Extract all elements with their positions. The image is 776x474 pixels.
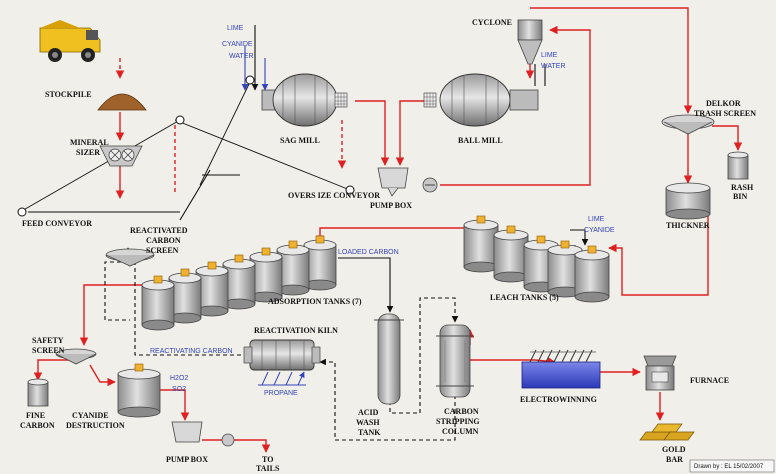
label-stripping-2: STRIPPING [436, 417, 480, 426]
cyanide-destruction-tank [117, 363, 161, 418]
reagent-so2: SO2 [172, 386, 186, 393]
label-stripping-3: COLUMN [442, 427, 479, 436]
haul-truck-icon [39, 20, 101, 62]
reagent-leach-lime: LIME [588, 216, 605, 223]
fine-carbon-bin [27, 378, 49, 407]
label-mineral-sizer: MINERAL [70, 138, 109, 147]
label-thickner: THICKNER [666, 221, 710, 230]
furnace [643, 355, 677, 391]
label-reactivated-2: CARBON [146, 236, 181, 245]
label-ball-mill: BALL MILL [458, 136, 503, 145]
reagent-leach-cyanide: CYANIDE [584, 227, 615, 234]
label-reactivation-kiln: REACTIVATION KILN [254, 326, 338, 335]
carbon-stripping-column [436, 324, 474, 398]
label-sag-mill: SAG MILL [280, 136, 320, 145]
credit-text: Drawn by : EL 15/02/2007 [694, 464, 764, 470]
label-leach-tanks: LEACH TANKS (5) [490, 293, 559, 302]
reagent-sag-cyanide: CYANIDE [222, 41, 253, 48]
thickener [665, 182, 711, 220]
label-gold-bar: GOLD [662, 445, 686, 454]
label-stockpile: STOCKPILE [45, 90, 92, 99]
carbon-lines [19, 25, 589, 441]
label-electrowinning: ELECTROWINNING [520, 395, 597, 404]
label-stripping: CARBON [444, 407, 479, 416]
label-pump-box-1: PUMP BOX [370, 201, 412, 210]
leach-tank-1 [463, 215, 499, 273]
ball-mill [423, 73, 539, 127]
adsorption-tank-1 [141, 275, 175, 331]
label-trash-bin-2: BIN [733, 192, 747, 201]
cyclone [517, 19, 543, 65]
stream-loaded-carbon: LOADED CARBON [338, 249, 399, 256]
pump-box-2 [171, 421, 235, 447]
electrowinning-cell [521, 349, 601, 389]
label-delkor-2: TRASH SCREEN [694, 109, 756, 118]
label-to-tails-2: TAILS [256, 464, 280, 473]
sag-mill [261, 73, 348, 127]
reagent-ball-water: WATER [541, 63, 566, 70]
label-safety-screen-2: SCREEN [32, 346, 65, 355]
label-acid-wash-2: WASH [356, 418, 380, 427]
leach-tank-5 [574, 245, 610, 303]
label-safety-screen: SAFETY [32, 336, 64, 345]
label-pump-box-2: PUMP BOX [166, 455, 208, 464]
pump-box-1 [377, 167, 438, 197]
safety-screen [55, 348, 97, 365]
label-cyclone: CYCLONE [472, 18, 512, 27]
reagent-sag-water: WATER [229, 53, 254, 60]
label-gold-bar-2: BAR [666, 455, 683, 464]
stockpile-pile [97, 93, 147, 111]
label-furnace: FURNACE [690, 376, 729, 385]
credit-box: Drawn by : EL 15/02/2007 [689, 459, 775, 473]
delkor-trash-screen [661, 114, 715, 135]
reactivated-carbon-screen [105, 248, 155, 267]
label-adsorption-tanks: ADSORPTION TANKS (7) [268, 297, 362, 306]
label-acid-wash: ACID [358, 408, 379, 417]
label-reactivated-3: SCREEN [146, 246, 179, 255]
label-mineral-sizer-2: SIZER [76, 148, 100, 157]
label-oversize-conveyor: OVERS IZE CONVEYOR [288, 191, 380, 200]
reagent-sag-lime: LIME [227, 25, 244, 32]
trash-bin [727, 151, 749, 180]
gold-bar-icon [639, 423, 695, 441]
reagent-ball-lime: LIME [541, 52, 558, 59]
label-fine-carbon: FINE [26, 411, 45, 420]
leach-tank-2 [493, 225, 529, 283]
label-cyanide-destruction-2: DESTRUCTION [66, 421, 125, 430]
label-acid-wash-3: TANK [358, 428, 381, 437]
label-to-tails: TO [262, 455, 273, 464]
label-reactivated: REACTIVATED [130, 226, 188, 235]
mineral-sizer [99, 145, 143, 167]
equipment-labels: STOCKPILE MINERAL SIZER FEED CONVEYOR SA… [20, 18, 756, 473]
label-cyanide-destruction: CYANIDE [72, 411, 109, 420]
label-feed-conveyor: FEED CONVEYOR [22, 219, 92, 228]
acid-wash-tank [374, 313, 404, 405]
reagent-labels: LIME CYANIDE WATER LIME WATER LIME CYANI… [150, 25, 615, 397]
reactivation-kiln [243, 339, 321, 386]
label-delkor: DELKOR [706, 99, 741, 108]
stream-reactivating-carbon: REACTIVATING CARBON [150, 348, 233, 355]
label-fine-carbon-2: CARBON [20, 421, 55, 430]
label-trash-bin: RASH [731, 183, 754, 192]
reagent-h2o2: H2O2 [170, 375, 188, 382]
reagent-propane: PROPANE [264, 390, 298, 397]
